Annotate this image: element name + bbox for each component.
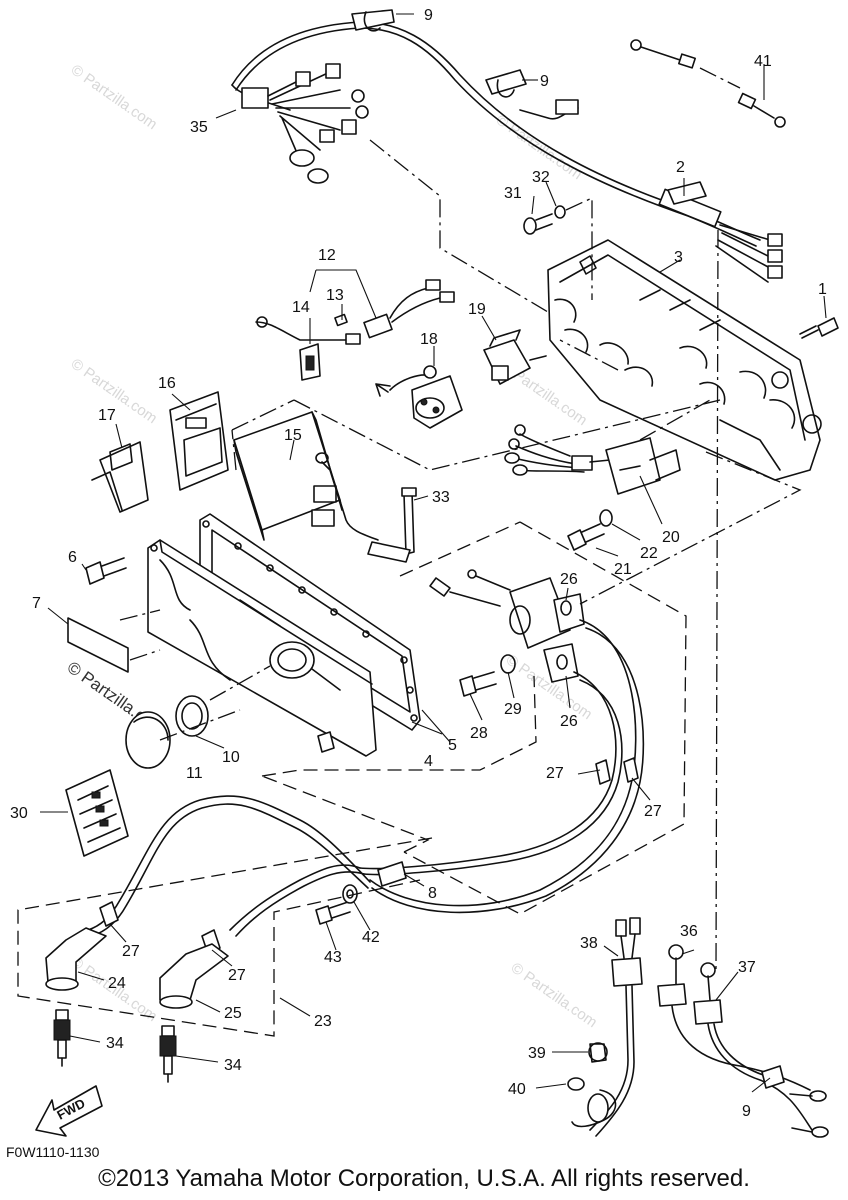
callout: 34	[224, 1057, 242, 1074]
callout: 34	[106, 1035, 124, 1052]
electrical-bracket-3[interactable]	[547, 239, 822, 481]
callout: 41	[754, 53, 772, 70]
cover-16[interactable]	[169, 391, 229, 491]
callout: 16	[158, 375, 176, 392]
callout: 8	[428, 885, 437, 902]
callout: 7	[32, 595, 41, 612]
callout: 9	[742, 1103, 751, 1120]
callout: 5	[448, 737, 457, 754]
callout: 27	[644, 803, 662, 820]
watermark: © Partzilla.com	[508, 959, 601, 1031]
main-wire-harness[interactable]	[231, 9, 783, 283]
high-tension-cords[interactable]	[87, 619, 645, 955]
terminal-connector[interactable]	[367, 541, 511, 607]
callout: 9	[424, 7, 433, 24]
ignition-coil-26[interactable]	[509, 577, 585, 683]
callout: 40	[508, 1081, 526, 1098]
cap-11[interactable]	[125, 711, 171, 769]
callout: 26	[560, 571, 578, 588]
exploded-view-drawing: © Partzilla.com © Partzilla.com © Partzi…	[10, 7, 839, 1138]
battery-lead-41[interactable]	[630, 39, 786, 128]
callout: 38	[580, 935, 598, 952]
callout: 6	[68, 549, 77, 566]
callout: 32	[532, 169, 550, 186]
callout: 26	[560, 713, 578, 730]
callout: 21	[614, 561, 632, 578]
bolt-21-washer-22[interactable]	[567, 509, 613, 551]
bracket-17[interactable]	[91, 441, 149, 513]
callout: 29	[504, 701, 522, 718]
spark-plug-34-right[interactable]	[159, 1025, 177, 1083]
callout: 12	[318, 247, 336, 264]
fuse-holder-12[interactable]	[255, 279, 455, 345]
callout: 13	[326, 287, 344, 304]
callout: 1	[818, 281, 827, 298]
bolt-6[interactable]	[85, 557, 127, 585]
callout: 30	[10, 805, 28, 822]
callout: 18	[420, 331, 438, 348]
callout: 20	[662, 529, 680, 546]
callout: 28	[470, 725, 488, 742]
label-7[interactable]	[67, 617, 129, 673]
callout: 25	[224, 1005, 242, 1022]
callout: 22	[640, 545, 658, 562]
callout: 11	[186, 765, 203, 782]
callout: 24	[108, 975, 126, 992]
screw-28-washer-29[interactable]	[459, 654, 516, 697]
callout: 31	[504, 185, 522, 202]
sub-wire-harness-35[interactable]	[231, 63, 369, 184]
starter-relay-18[interactable]	[375, 365, 463, 429]
screw-39-washer-40[interactable]	[567, 1042, 617, 1128]
spark-plug-cap-24[interactable]	[45, 927, 107, 991]
callout: 43	[324, 949, 342, 966]
spark-plug-34-left[interactable]	[53, 1009, 71, 1067]
callout: 35	[190, 119, 208, 136]
forward-direction-arrow: FWD	[35, 1085, 103, 1137]
callout: 3	[674, 249, 683, 266]
copyright-notice: ©2013 Yamaha Motor Corporation, U.S.A. A…	[98, 1165, 750, 1192]
callout: 33	[432, 489, 450, 506]
screw-31-washer-32[interactable]	[523, 196, 593, 300]
relay-19[interactable]	[483, 329, 547, 385]
electrical-box-cover-4[interactable]	[147, 539, 377, 757]
callout: 27	[546, 765, 564, 782]
callout: 23	[314, 1013, 332, 1030]
lead-37[interactable]	[693, 962, 829, 1138]
leader-lines	[40, 13, 827, 1093]
grommet-10[interactable]	[175, 695, 209, 737]
callout: 27	[122, 943, 140, 960]
fuse-label-14[interactable]	[299, 343, 321, 381]
screw-43-collar-42[interactable]	[315, 884, 358, 925]
callout: 42	[362, 929, 380, 946]
callout: 17	[98, 407, 116, 424]
callout: 14	[292, 299, 310, 316]
diagram-code: F0W1110-1130	[6, 1144, 100, 1160]
callout: 37	[738, 959, 756, 976]
callout-numbers: 9 9 35 41 2 31 32 3 1 12 13 14 18 19 16 …	[10, 7, 827, 1120]
cable-tie-33[interactable]	[401, 487, 417, 555]
callout: 10	[222, 749, 240, 766]
callout: 39	[528, 1045, 546, 1062]
callout: 4	[424, 753, 433, 770]
screw-1[interactable]	[799, 317, 839, 339]
callout: 9	[540, 73, 549, 90]
watermark: © Partzilla.com	[68, 61, 161, 133]
callout: 19	[468, 301, 486, 318]
callout: 36	[680, 923, 698, 940]
lead-36[interactable]	[657, 944, 811, 1091]
fuse-box-30[interactable]	[65, 769, 129, 857]
spark-plug-cap-25[interactable]	[159, 943, 229, 1009]
callout: 27	[228, 967, 246, 984]
rectifier-regulator-20[interactable]	[504, 424, 681, 495]
cdi-unit-15[interactable]	[233, 411, 379, 541]
callout: 15	[284, 427, 302, 444]
watermark-layer: © Partzilla.com © Partzilla.com © Partzi…	[64, 61, 601, 1031]
callout: 2	[676, 159, 685, 176]
assembly-boundaries	[17, 139, 802, 1037]
